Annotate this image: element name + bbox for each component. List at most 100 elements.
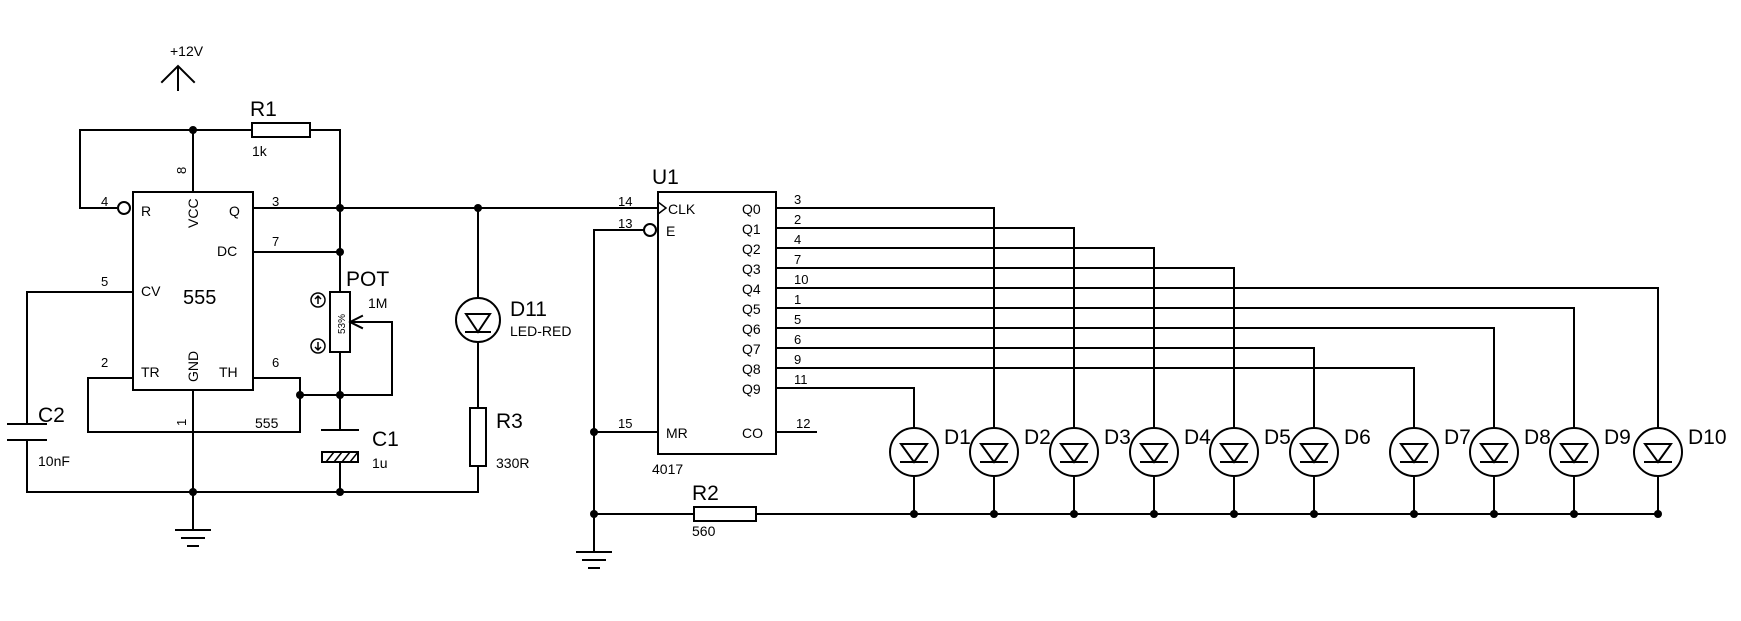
output-wire — [775, 287, 1659, 429]
timer-pinnum-th: 6 — [272, 355, 279, 370]
pot-value: 1M — [368, 295, 387, 311]
pot-increase-icon — [310, 292, 326, 308]
counter-output-pin-number: 10 — [794, 272, 808, 287]
timer-pin-tr-label: TR — [141, 364, 160, 380]
output-wires — [775, 207, 1659, 429]
d11-value: LED-RED — [510, 323, 571, 339]
led-anode-triangle — [979, 443, 1009, 464]
pot-decrease-icon — [310, 338, 326, 354]
counter-pinnum-co: 12 — [796, 416, 810, 431]
counter-4017-chip: U1 4017 CLK E MR CO 14 13 15 12 — [618, 166, 817, 477]
timer-pinnum-r: 4 — [101, 194, 108, 209]
resistor-r2: R2 560 — [692, 482, 757, 539]
led-d1: D1 — [889, 426, 971, 518]
led-anode-triangle — [1399, 443, 1429, 464]
junction-dot — [1230, 510, 1238, 518]
timer-pinnum-vcc: 8 — [174, 167, 189, 174]
led-d2: D2 — [969, 426, 1051, 518]
junction-dots — [189, 126, 598, 518]
counter-output-pin-number: 3 — [794, 192, 801, 207]
c1-value: 1u — [372, 455, 388, 471]
r2-value: 560 — [692, 523, 716, 539]
timer-pin-dc-label: DC — [217, 243, 237, 259]
output-wire — [775, 307, 1575, 429]
counter-output-label: Q4 — [742, 281, 761, 297]
led-d6: D6 — [1289, 426, 1371, 518]
c1-negative-plate — [321, 451, 359, 463]
r3-ref: R3 — [496, 410, 523, 433]
junction-dot — [1310, 510, 1318, 518]
counter-output-label: Q3 — [742, 261, 761, 277]
counter-output-label: Q0 — [742, 201, 761, 217]
led-label: D6 — [1344, 426, 1371, 449]
led-body — [1549, 427, 1599, 477]
led-anode-triangle — [1219, 443, 1249, 464]
counter-left-wiring — [593, 229, 1659, 553]
led-label: D7 — [1444, 426, 1471, 449]
led-label: D5 — [1264, 426, 1291, 449]
pot-setting: 53% — [337, 314, 348, 334]
timer-caption: 555 — [255, 415, 279, 431]
led-d7: D7 — [1389, 426, 1471, 518]
counter-output-pin-number: 9 — [794, 352, 801, 367]
counter-output-pin-number: 1 — [794, 292, 801, 307]
c2-value: 10nF — [38, 453, 70, 469]
led-d5: D5 — [1209, 426, 1291, 518]
counter-pin-e-label: E — [666, 223, 675, 239]
ground-symbol-right — [576, 551, 612, 569]
led-body — [1389, 427, 1439, 477]
resistor-r1: R1 1k — [250, 98, 311, 159]
capacitor-c1: C1 1u — [321, 428, 399, 471]
led-anode-triangle — [1139, 443, 1169, 464]
timer-pinnum-cv: 5 — [101, 274, 108, 289]
clock-edge-icon — [657, 201, 668, 215]
supply-label: +12V — [170, 43, 204, 59]
counter-pinnum-mr: 15 — [618, 416, 632, 431]
timer-pin-gnd-label: GND — [185, 351, 201, 382]
led-body — [1469, 427, 1519, 477]
ground-symbol-left — [175, 529, 211, 547]
led-body — [1209, 427, 1259, 477]
junction-dot — [1070, 510, 1078, 518]
led-d4: D4 — [1129, 426, 1211, 518]
counter-pin-co-label: CO — [742, 425, 763, 441]
led-anode-triangle — [1299, 443, 1329, 464]
counter-output-pin-number: 7 — [794, 252, 801, 267]
output-wire — [775, 227, 1075, 429]
counter-output-label: Q5 — [742, 301, 761, 317]
counter-output-pin-number: 2 — [794, 212, 801, 227]
led-body — [969, 427, 1019, 477]
output-wire — [775, 247, 1155, 429]
c1-ref: C1 — [372, 428, 399, 451]
timer-pin-cv-label: CV — [141, 283, 161, 299]
led-body — [1129, 427, 1179, 477]
led-d11: D11 LED-RED — [455, 207, 571, 409]
timer-pin-th-label: TH — [219, 364, 238, 380]
led-anode-triangle — [899, 443, 929, 464]
counter-pin-mr-label: MR — [666, 425, 688, 441]
timer-555-chip: R Q DC CV TR TH VCC GND 555 — [132, 191, 254, 391]
output-wire — [775, 367, 1415, 429]
junction-dot — [910, 510, 918, 518]
led-body — [1289, 427, 1339, 477]
junction-dot — [1150, 510, 1158, 518]
timer-pinnum-tr: 2 — [101, 355, 108, 370]
capacitor-c2: C2 10nF — [7, 404, 70, 469]
junction-dot — [1654, 510, 1662, 518]
timer-pinnum-dc: 7 — [272, 234, 279, 249]
timer-pinnum-q: 3 — [272, 194, 279, 209]
timer-wiring — [26, 129, 659, 531]
led-anode-triangle — [1559, 443, 1589, 464]
led-label: D2 — [1024, 426, 1051, 449]
junction-dot — [1570, 510, 1578, 518]
enable-inversion-bubble — [643, 223, 657, 237]
counter-output-label: Q7 — [742, 341, 761, 357]
counter-output-label: Q9 — [742, 381, 761, 397]
junction-dot — [1490, 510, 1498, 518]
led-label: D8 — [1524, 426, 1551, 449]
led-body — [1049, 427, 1099, 477]
led-d3: D3 — [1049, 426, 1131, 518]
r1-value: 1k — [252, 143, 268, 159]
